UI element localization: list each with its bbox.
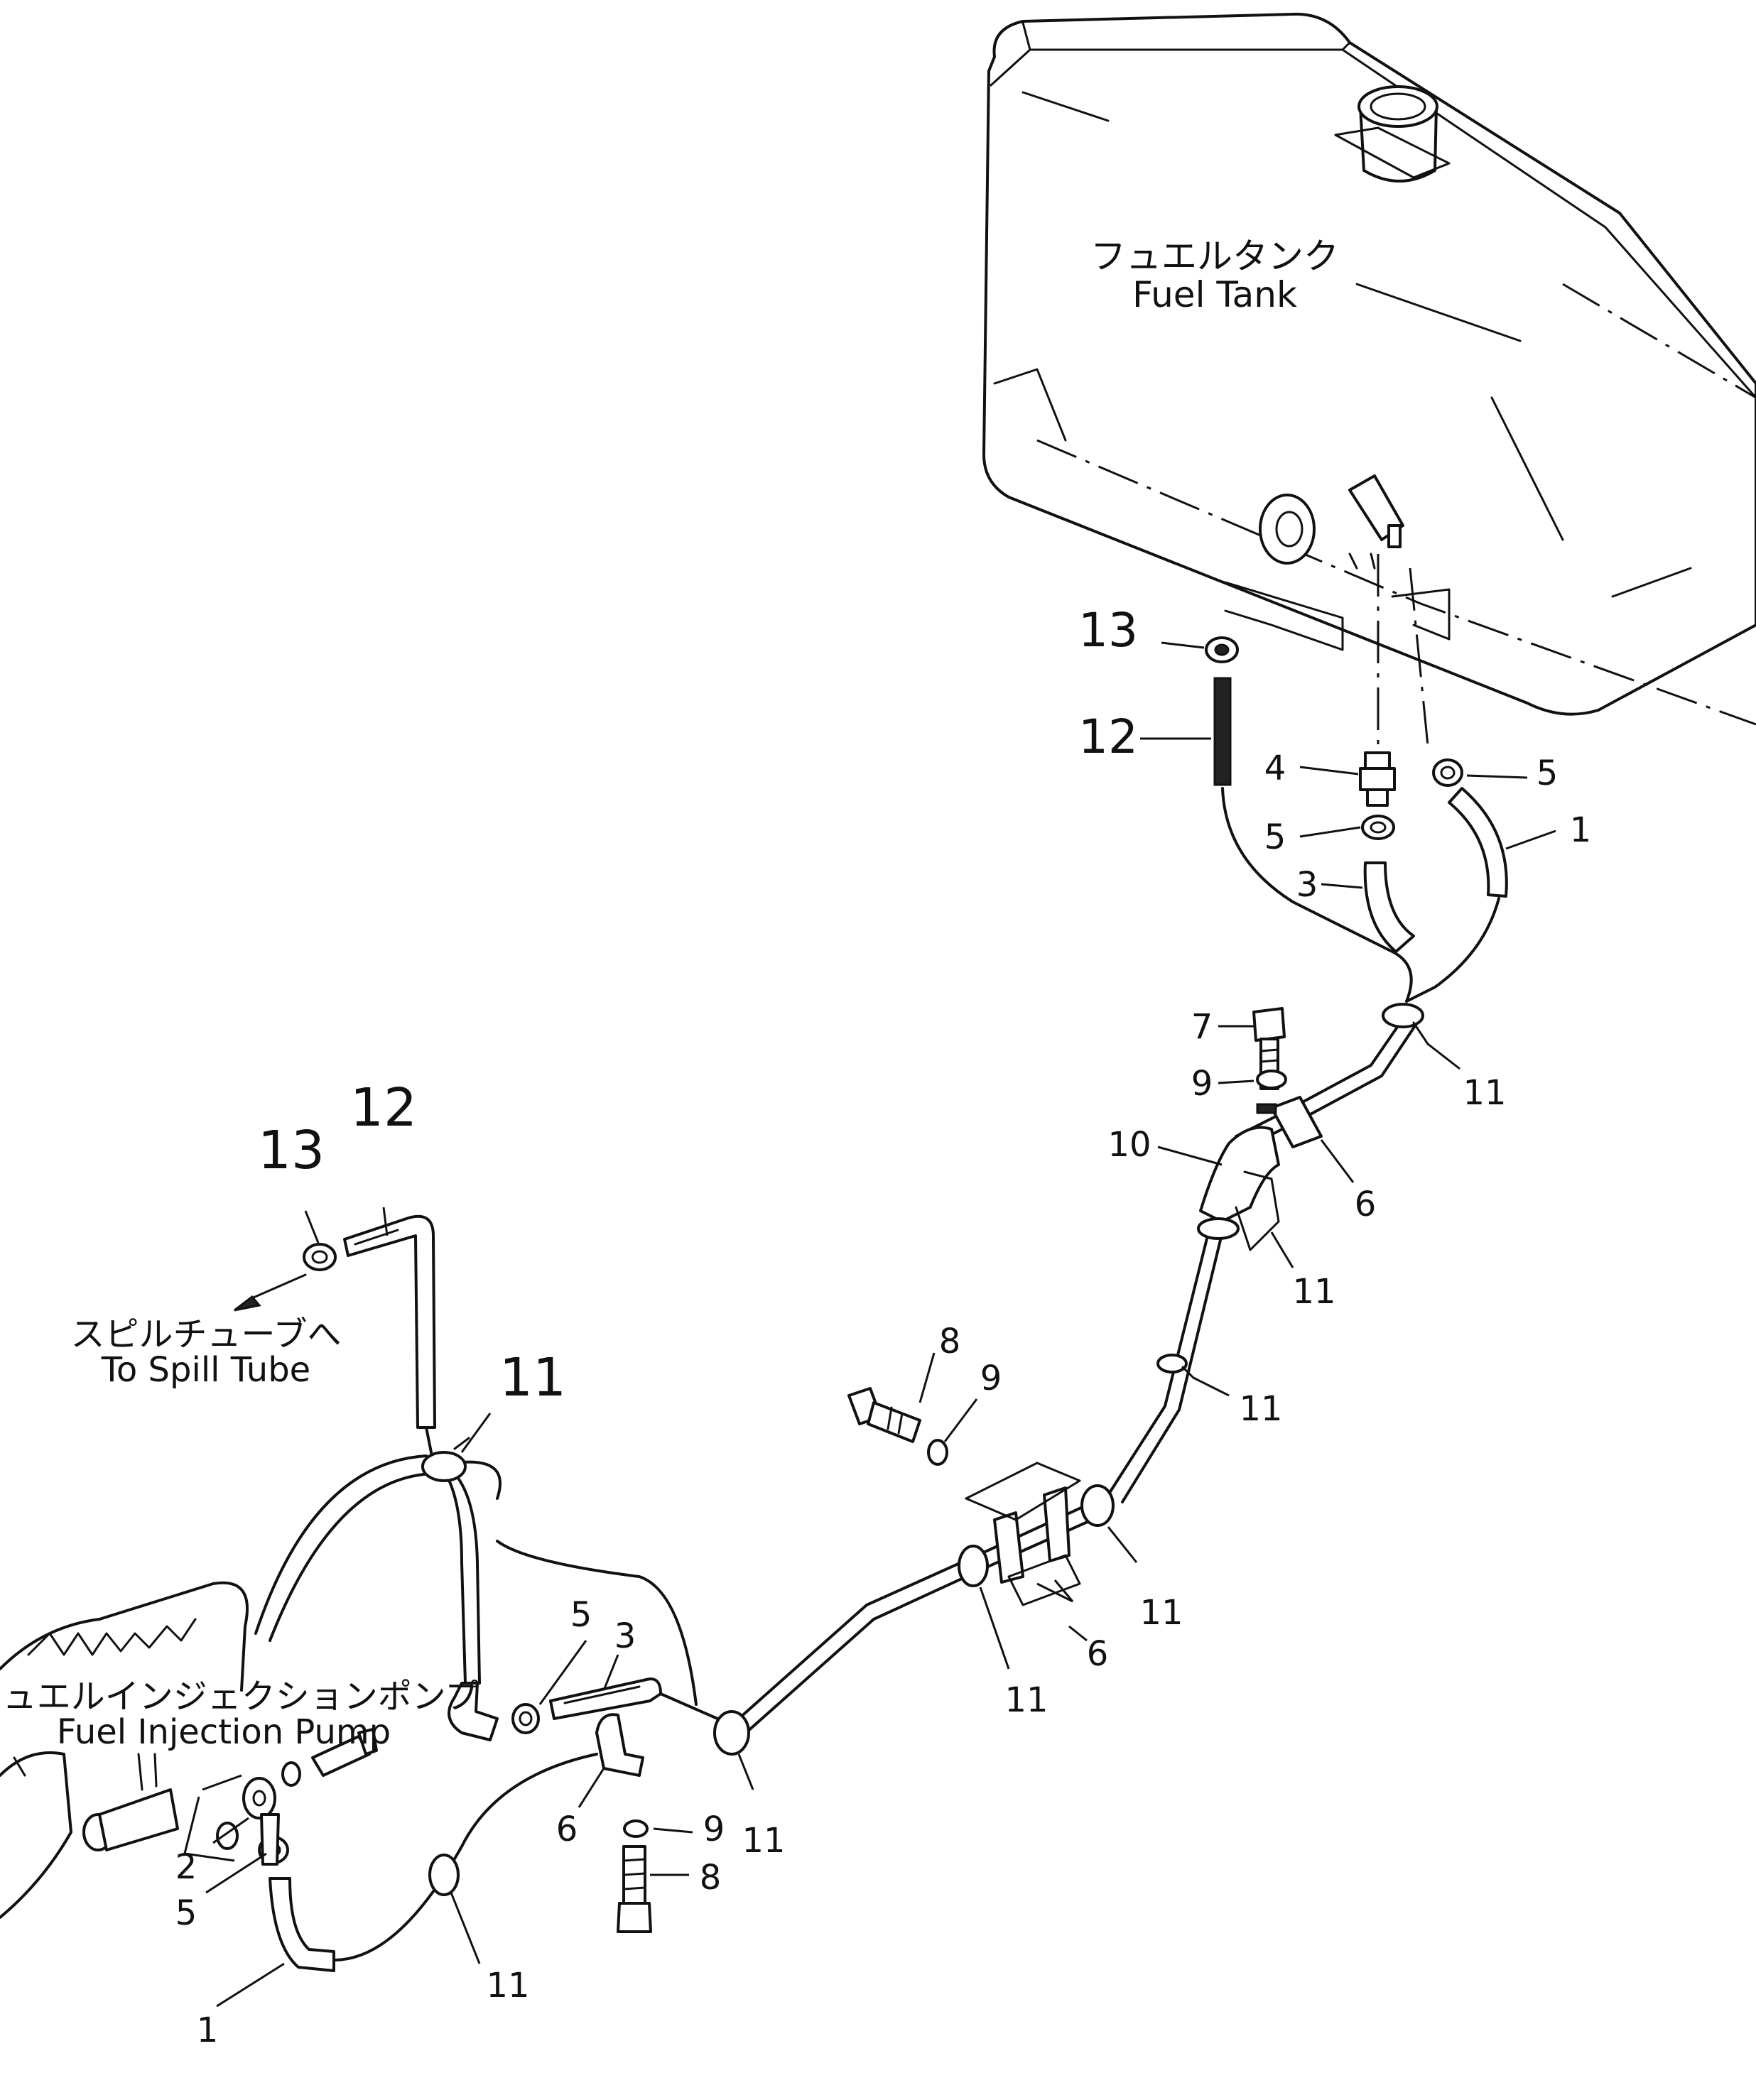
callout-11-b: 11 — [1292, 1272, 1335, 1312]
callout-11-a: 11 — [1463, 1073, 1506, 1113]
callout-10: 10 — [1107, 1125, 1151, 1165]
callout-11-big: 11 — [499, 1347, 566, 1408]
callout-1-low: 1 — [197, 2011, 219, 2050]
clamp-11-f — [713, 1710, 750, 1756]
callout-1-tank: 1 — [1570, 810, 1592, 850]
callout-9-low: 9 — [703, 1810, 725, 1849]
banjo-2 — [242, 1777, 280, 1866]
spill-tube-label-en: To Spill Tube — [101, 1350, 310, 1390]
callout-8-mid: 8 — [939, 1322, 961, 1361]
callout-11-c: 11 — [1239, 1389, 1282, 1429]
callout-11-d: 11 — [1139, 1593, 1183, 1633]
clamp-11-d — [1080, 1484, 1115, 1527]
injection-pump-label-en: Fuel Injection Pump — [57, 1712, 391, 1752]
nipple-4 — [1359, 751, 1396, 807]
callout-6-top: 6 — [1355, 1185, 1377, 1224]
clamp-11-low — [428, 1854, 460, 1896]
callout-11-e: 11 — [1004, 1680, 1048, 1720]
callout-7: 7 — [1191, 1007, 1213, 1047]
clamp-13-left — [303, 1243, 337, 1271]
clip-6-low — [595, 1713, 644, 1777]
clamp-11-b — [1197, 1217, 1240, 1240]
callout-3-pump: 3 — [614, 1616, 636, 1656]
callout-13-top: 13 — [1078, 603, 1138, 658]
clamp-11-e — [958, 1545, 989, 1587]
clamp-5-tank-right — [1432, 758, 1463, 787]
bolt-8-low — [617, 1845, 652, 1933]
bolt-8-mid — [847, 1387, 921, 1443]
main-tube — [737, 1007, 1419, 1734]
callout-numbers: 13 12 4 5 5 1 3 7 9 11 10 6 11 11 12 13 … — [175, 603, 1592, 2050]
fuel-tank-label-en: Fuel Tank — [1132, 274, 1297, 315]
callout-3-tank: 3 — [1296, 865, 1318, 905]
callout-6-mid: 6 — [1087, 1634, 1109, 1674]
clamp-11-big — [421, 1437, 470, 1482]
callout-9-mid: 9 — [980, 1359, 1002, 1398]
clamp-11-a — [1382, 1003, 1429, 1045]
washer-9-top — [1256, 1070, 1287, 1089]
callout-5-pump: 5 — [570, 1595, 592, 1635]
injection-pump-label-jp: フュエルインジェクションポンプ — [0, 1677, 479, 1717]
callout-2: 2 — [175, 1847, 197, 1887]
clamp-11-c — [1156, 1354, 1195, 1379]
hose-1-low — [269, 1877, 335, 1972]
spill-tube-label-jp: スピルチューブへ — [70, 1315, 341, 1354]
hose-10 — [1199, 1126, 1280, 1223]
callout-11-low: 11 — [486, 1966, 529, 2006]
callout-13-left: 13 — [258, 1120, 325, 1181]
hose-3-tank — [1363, 861, 1415, 953]
callout-4: 4 — [1264, 749, 1286, 788]
callout-11-f: 11 — [742, 1821, 785, 1861]
callout-12-top: 12 — [1078, 709, 1138, 764]
callout-5-mid: 5 — [1264, 817, 1286, 857]
clamp-5-pump — [511, 1703, 540, 1734]
fuel-injection-pump — [0, 1581, 249, 1919]
leader-lines — [205, 641, 1556, 2008]
banjo-bolt — [311, 1728, 378, 1777]
fuel-tank — [982, 12, 1756, 726]
callout-9-top: 9 — [1191, 1064, 1213, 1104]
clamp-13-top — [1205, 636, 1239, 663]
callout-8-low: 8 — [700, 1858, 722, 1898]
callout-5-tank: 5 — [1537, 754, 1559, 793]
bolt-7 — [1252, 1007, 1286, 1090]
washer-9-mid — [927, 1439, 948, 1466]
callout-5-low: 5 — [175, 1893, 197, 1933]
callout-12-left: 12 — [350, 1077, 417, 1138]
callout-6-low: 6 — [556, 1810, 578, 1849]
clip-6-mid — [965, 1462, 1081, 1606]
clamp-5-tank-mid — [1361, 815, 1395, 840]
clip-6-top — [1256, 1096, 1323, 1148]
hose-1-tank — [1448, 787, 1508, 898]
fuel-tank-label-jp: フュエルタンク — [1090, 236, 1339, 277]
washer-9-low — [623, 1819, 649, 1838]
filler-cap — [1334, 85, 1451, 183]
hose-12-left — [343, 1214, 436, 1429]
hose-12-top — [1213, 677, 1232, 786]
